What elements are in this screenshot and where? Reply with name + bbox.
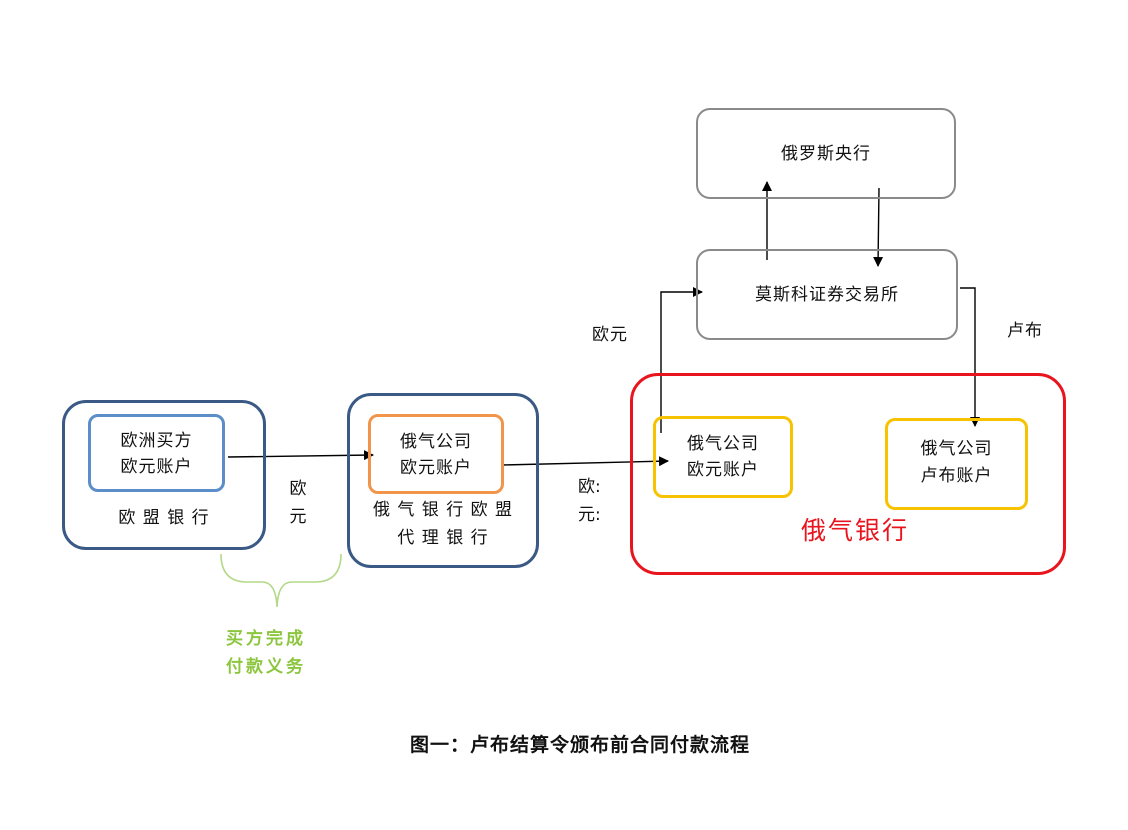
central-bank-label: 俄罗斯央行 <box>781 144 871 164</box>
gazprombank-eu-agent-label-1: 俄 气 银 行 欧 盟 <box>372 500 514 520</box>
gazprombank-eu-agent-node <box>347 393 539 568</box>
gazprom-eur-agent-label-1: 俄气公司 <box>400 432 472 452</box>
central-bank-node <box>696 108 956 199</box>
gazprom-eur-account-label-1: 俄气公司 <box>687 434 759 454</box>
gazprom-eur-agent-account <box>368 414 504 494</box>
eu-buyer-account-label-2: 欧元账户 <box>120 457 193 477</box>
arrow-agent-to-gazprombank <box>502 456 669 467</box>
moex-label: 莫斯科证券交易所 <box>755 285 899 305</box>
arrow-moex-to-rub <box>960 287 980 427</box>
arrow-eur-to-moex <box>660 287 703 433</box>
green-brace <box>220 553 342 608</box>
gazprombank-node <box>630 373 1066 575</box>
gazprombank-eu-agent-label-2: 代 理 银 行 <box>397 528 489 548</box>
gazprom-rub-account <box>885 418 1028 510</box>
gazprom-eur-account-label-2: 欧元账户 <box>687 460 759 480</box>
arrow-central-bank-to-moex <box>873 187 884 267</box>
gazprombank-label: 俄气银行 <box>800 516 909 545</box>
moex-node <box>696 249 958 340</box>
gazprom-eur-account <box>653 416 793 498</box>
gazprom-rub-account-label-2: 卢布账户 <box>920 466 993 486</box>
brace-label-1: 买方完成 <box>226 629 306 649</box>
label-euro-vertical-2: 元 <box>289 507 307 527</box>
eu-bank-label: 欧 盟 银 行 <box>118 508 210 528</box>
gazprom-rub-account-label-1: 俄气公司 <box>920 439 993 459</box>
label-euro-vertical-1: 欧 <box>289 479 307 499</box>
eu-buyer-eur-account <box>88 414 225 492</box>
label-euro-partial-2: 元: <box>578 505 601 525</box>
eu-buyer-account-label-1: 欧洲买方 <box>120 431 193 451</box>
eu-bank-node <box>62 400 266 550</box>
brace-label-2: 付款义务 <box>226 657 306 677</box>
figure-caption: 图一：卢布结算令颁布前合同付款流程 <box>409 734 750 756</box>
label-euro-to-moex: 欧元 <box>592 325 628 345</box>
gazprom-eur-agent-label-2: 欧元账户 <box>400 458 472 478</box>
label-rouble-from-moex: 卢布 <box>1007 321 1043 341</box>
label-euro-partial-1: 欧: <box>578 477 601 497</box>
